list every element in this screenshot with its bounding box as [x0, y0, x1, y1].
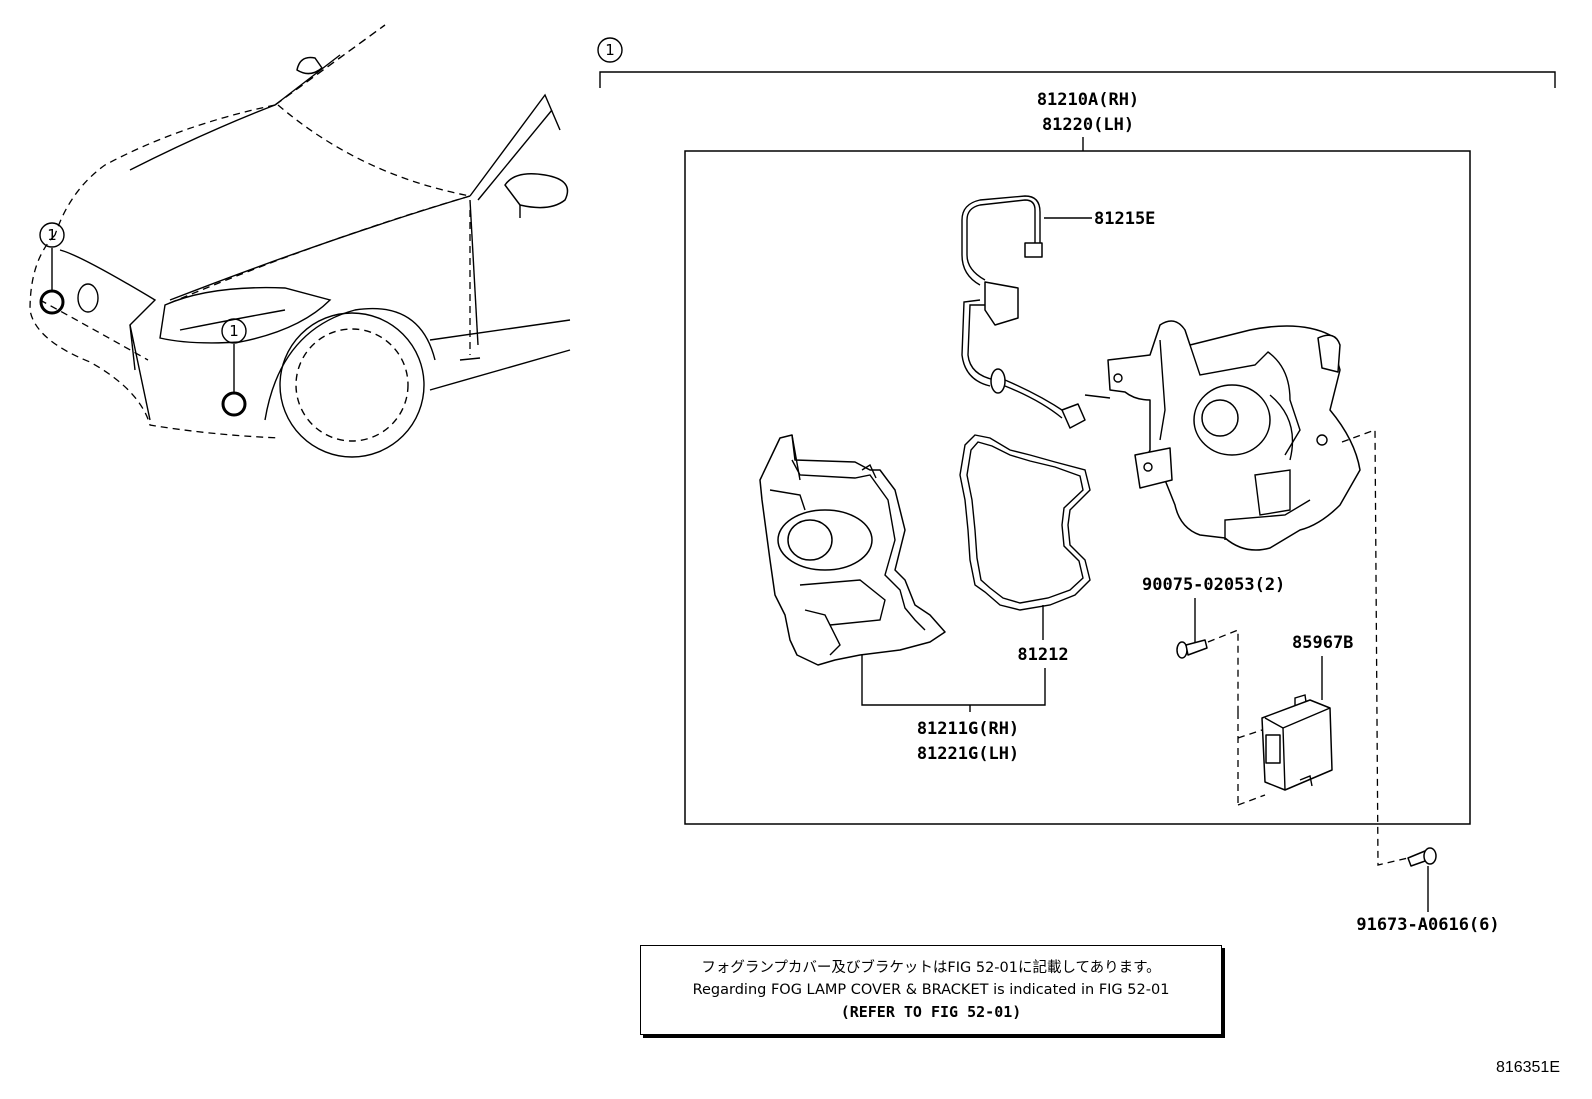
callout-number-top: 1 [605, 41, 615, 59]
label-gasket: 81212 [1017, 645, 1068, 665]
computer-part [1261, 694, 1333, 791]
bolt-part [1407, 847, 1437, 867]
label-assembly-rh: 81210A(RH) [1037, 90, 1139, 110]
screw-part [1176, 639, 1208, 659]
label-wire: 81215E [1094, 209, 1155, 229]
gasket-part [959, 434, 1091, 640]
fog-lamp-unit-part [759, 434, 946, 666]
note-refer-text: (REFER TO FIG 52-01) [840, 1003, 1022, 1021]
label-unit-rh: 81211G(RH) [917, 719, 1019, 739]
note-english-text: Regarding FOG LAMP COVER & BRACKET is in… [692, 982, 1170, 998]
label-unit-lh: 81221G(LH) [917, 744, 1019, 764]
wire-harness-part [961, 195, 1111, 429]
label-assembly-lh: 81220(LH) [1042, 115, 1134, 135]
callout-number-car-right: 1 [229, 322, 239, 340]
unit-label-bracket [861, 655, 1046, 706]
note-japanese-text: フォグランプカバー及びブラケットはFIG 52-01に記載してあります。 [701, 960, 1161, 976]
assembly-box [684, 150, 1471, 825]
assembly-bracket: 1 [597, 37, 1556, 88]
car-front-illustration: 1 1 [29, 24, 571, 458]
illustration-id: 816351E [1496, 1059, 1560, 1076]
label-screw: 90075-02053(2) [1142, 575, 1285, 595]
fog-lamp-assembled-part [1107, 320, 1361, 551]
label-computer: 85967B [1292, 633, 1353, 653]
reference-note-box: フォグランプカバー及びブラケットはFIG 52-01に記載してあります。 Reg… [640, 945, 1222, 1035]
label-bolt: 91673-A0616(6) [1356, 915, 1499, 935]
callout-number-car-left: 1 [47, 226, 57, 244]
